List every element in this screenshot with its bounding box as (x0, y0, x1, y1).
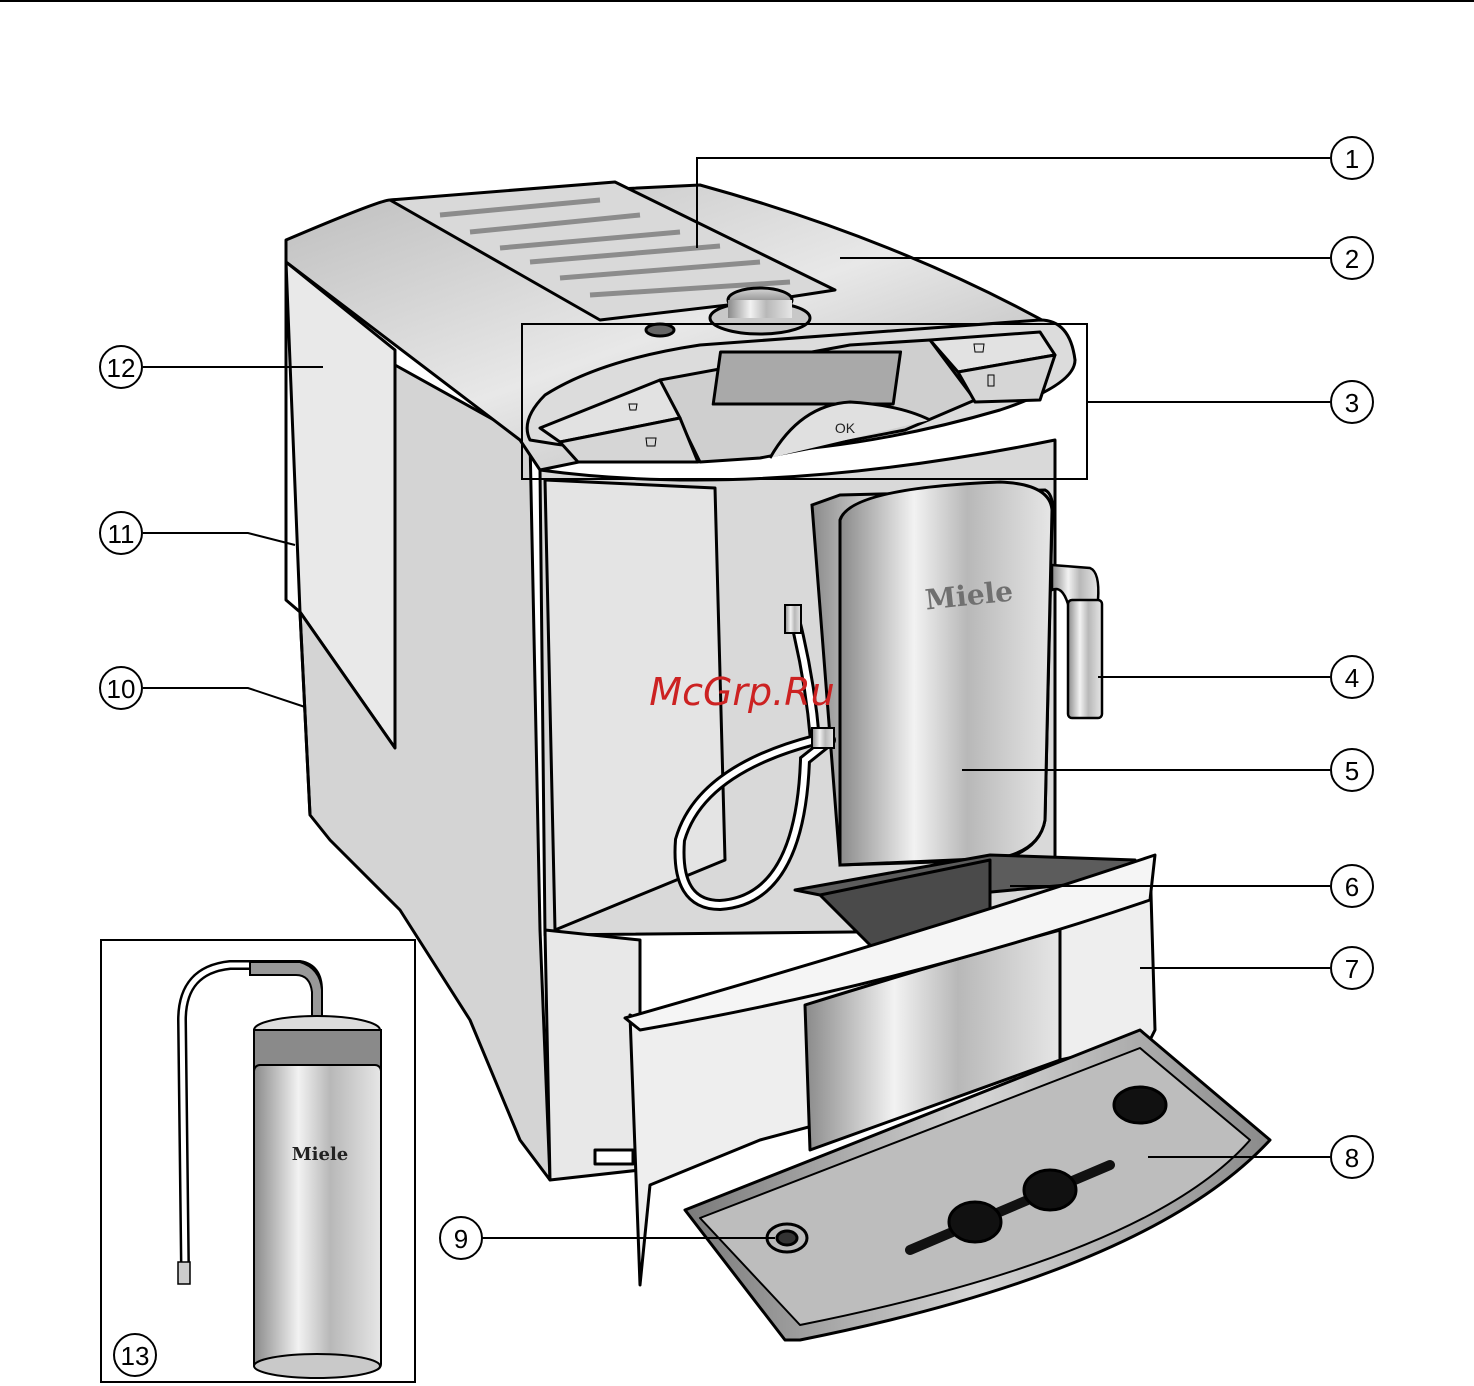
callout-6: 6 (1331, 865, 1373, 907)
svg-text:9: 9 (454, 1224, 468, 1254)
svg-text:7: 7 (1345, 954, 1359, 984)
callout-13: 13 (114, 1334, 156, 1376)
power-button[interactable] (646, 324, 674, 336)
ok-button-label: OK (835, 420, 856, 436)
svg-text:2: 2 (1345, 244, 1359, 274)
callout-5: 5 (1331, 749, 1373, 791)
svg-text:11: 11 (108, 519, 135, 549)
hot-water-spout (1052, 565, 1102, 718)
leader-11 (143, 533, 295, 545)
callout-12: 12 (100, 346, 142, 388)
svg-text:1: 1 (1345, 144, 1359, 174)
spout-front (840, 482, 1052, 865)
callout-9: 9 (440, 1217, 482, 1259)
svg-text:5: 5 (1345, 756, 1359, 786)
svg-text:3: 3 (1345, 388, 1359, 418)
callout-11: 11 (100, 512, 142, 554)
svg-text:4: 4 (1345, 663, 1359, 693)
central-spout: Miele (812, 482, 1053, 865)
callout-1: 1 (1331, 137, 1373, 179)
front-bottom (545, 930, 640, 1180)
leader-10 (143, 688, 305, 707)
container-brand-logo: Miele (292, 1144, 349, 1165)
callout-10: 10 (100, 667, 142, 709)
watermark-text: McGrp.Ru (649, 670, 834, 714)
callout-8: 8 (1331, 1136, 1373, 1178)
callout-4: 4 (1331, 656, 1373, 698)
drain-hole-large (1114, 1087, 1166, 1123)
svg-text:8: 8 (1345, 1143, 1359, 1173)
drip-opening (595, 1150, 633, 1164)
milk-container-inset: Miele (101, 940, 415, 1382)
callout-7: 7 (1331, 947, 1373, 989)
svg-text:12: 12 (107, 353, 136, 383)
callout-2: 2 (1331, 237, 1373, 279)
callout-3: 3 (1331, 381, 1373, 423)
svg-text:10: 10 (107, 674, 136, 704)
svg-text:6: 6 (1345, 872, 1359, 902)
milk-container-body (254, 1065, 381, 1370)
display-screen (713, 352, 900, 404)
svg-text:13: 13 (121, 1341, 150, 1371)
